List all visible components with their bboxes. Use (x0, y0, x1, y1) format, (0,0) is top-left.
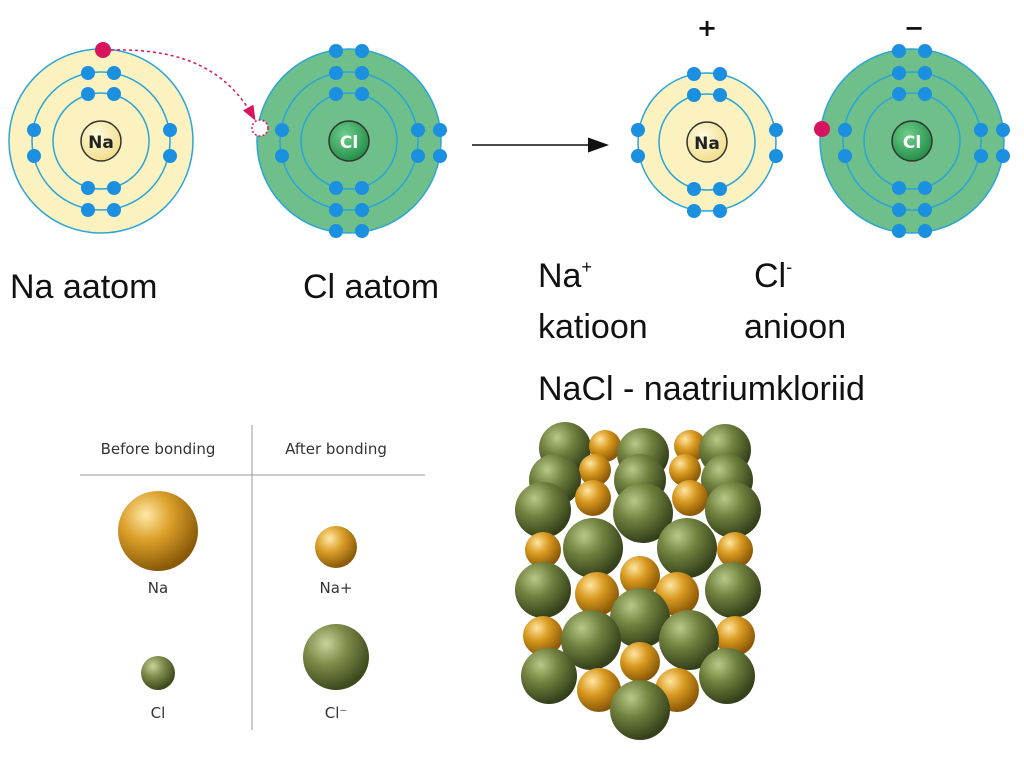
bonding-size-table: Before bonding After bonding Na Na+ Cl C… (80, 425, 425, 730)
sodium-ion-sphere (620, 642, 660, 682)
cl-electrons (275, 44, 447, 238)
cl-atom: Cl (251, 44, 447, 238)
sodium-ion-sphere (575, 480, 611, 516)
na-cation-symbol: Na (538, 257, 582, 295)
na-ion-label: Na+ (320, 579, 353, 597)
sodium-ion-sphere (715, 616, 755, 656)
cl-atom-label: Cl (151, 704, 166, 722)
cl-ion-nucleus-label: Cl (903, 133, 921, 153)
cl-anion-word: anioon (744, 308, 847, 346)
cl-ion-sphere (303, 624, 369, 690)
electron-vacancy (251, 119, 269, 137)
cl-ion-label: Cl⁻ (325, 704, 348, 722)
cl-ion-charge: − (904, 14, 924, 42)
chloride-ion-sphere (561, 610, 621, 670)
na-nucleus-label: Na (88, 133, 114, 153)
na-ion-electrons (631, 67, 783, 218)
after-bonding-header: After bonding (285, 440, 387, 458)
cl-ion: Cl − (814, 14, 1010, 238)
na-atom-caption: Na aatom (10, 268, 158, 306)
na-ion-charge: + (697, 14, 717, 42)
sodium-ion-sphere (523, 616, 563, 656)
na-atom-label: Na (148, 579, 168, 597)
chloride-ion-sphere (521, 648, 577, 704)
transferred-electron (95, 42, 111, 58)
cl-anion-superscript: - (786, 257, 793, 277)
na-ion-nucleus-label: Na (694, 134, 720, 154)
chloride-ion-sphere (705, 482, 761, 538)
crystal-ions (515, 422, 761, 740)
sodium-ion-sphere (579, 454, 611, 486)
cl-anion-caption: Cl- (754, 258, 792, 293)
na-cation-word: katioon (538, 308, 648, 346)
na-cation-superscript: + (581, 257, 592, 277)
chloride-ion-sphere (563, 518, 623, 578)
na-electrons (27, 66, 177, 217)
sodium-ion-sphere (717, 532, 753, 568)
nacl-crystal-lattice (515, 422, 761, 740)
transfer-path (110, 49, 256, 121)
sodium-ion-sphere (525, 532, 561, 568)
cl-nucleus-label: Cl (340, 133, 358, 153)
chloride-ion-sphere (613, 483, 673, 543)
chloride-ion-sphere (610, 680, 670, 740)
chloride-ion-sphere (515, 482, 571, 538)
sodium-ion-sphere (674, 430, 706, 462)
cl-ion-electrons (838, 44, 1010, 238)
na-atom: Na (8, 42, 194, 234)
sodium-ion-sphere (577, 668, 621, 712)
chloride-ion-sphere (657, 518, 717, 578)
chloride-ion-sphere (659, 610, 719, 670)
sodium-ion-sphere (575, 572, 619, 616)
sodium-ion-sphere (669, 454, 701, 486)
sodium-ion-sphere (672, 480, 708, 516)
na-ion-sphere (315, 526, 357, 568)
nacl-caption: NaCl - naatriumkloriid (538, 370, 865, 408)
electron-transfer-diagram: Na Cl (8, 14, 1010, 238)
gained-electron (814, 121, 830, 137)
chloride-ion-sphere (699, 648, 755, 704)
chloride-ion-sphere (515, 562, 571, 618)
sodium-ion-sphere (620, 556, 660, 596)
cl-atom-sphere (141, 656, 175, 690)
chloride-ion-sphere (705, 562, 761, 618)
cl-anion-symbol: Cl (754, 257, 787, 295)
cl-atom-caption: Cl aatom (303, 268, 440, 306)
before-bonding-header: Before bonding (101, 440, 216, 458)
chloride-ion-sphere (610, 588, 670, 648)
na-ion: Na + (631, 14, 783, 218)
na-atom-sphere (118, 491, 198, 571)
sodium-ion-sphere (589, 430, 621, 462)
na-cation-caption: Na+ (538, 258, 592, 293)
